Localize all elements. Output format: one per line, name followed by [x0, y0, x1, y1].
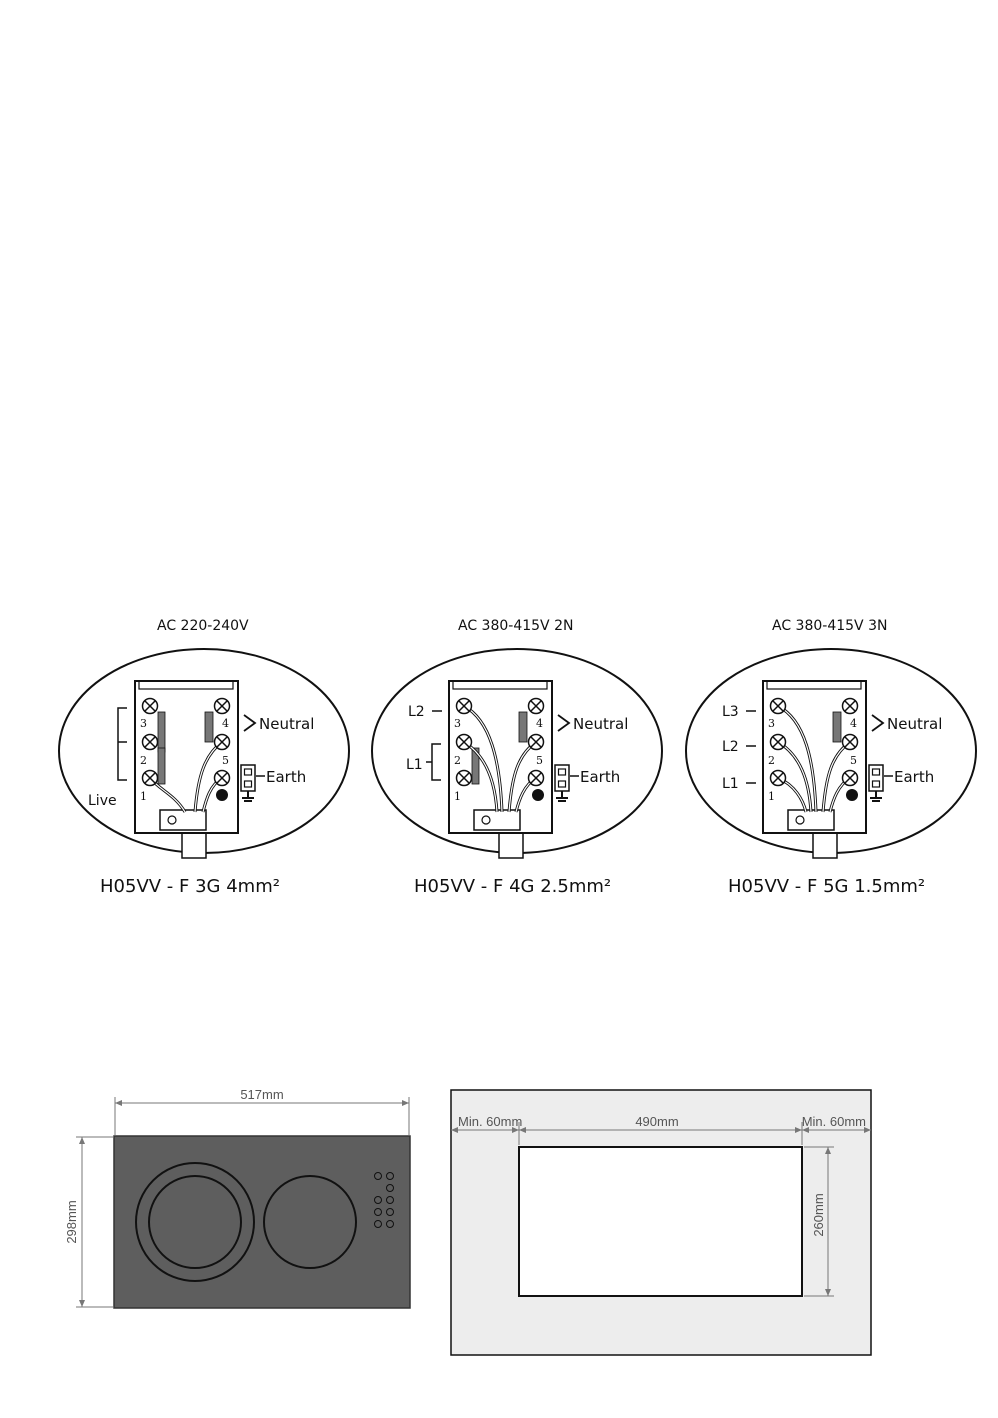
- diagram-3-cable-spec: H05VV - F 5G 1.5mm²: [728, 876, 926, 897]
- neutral-label: Neutral: [573, 715, 628, 733]
- cutout-min-left-label: Min. 60mm: [458, 1114, 522, 1129]
- terminal-4-label: 4: [536, 717, 543, 730]
- diagram-2-cable-spec: H05VV - F 4G 2.5mm²: [414, 876, 612, 897]
- earth-label: Earth: [894, 768, 934, 786]
- terminal-5-label: 5: [222, 754, 229, 767]
- hob-depth-label: 298mm: [64, 1200, 79, 1243]
- terminal-3-label: 3: [768, 717, 775, 730]
- terminal-3-label: 3: [454, 717, 461, 730]
- diagram-2-title: AC 380-415V 2N: [458, 618, 574, 634]
- earth-label: Earth: [266, 768, 306, 786]
- terminal-1-label: 1: [454, 790, 461, 803]
- terminal-2-label: 2: [140, 754, 147, 767]
- diagram-1-cable-spec: H05VV - F 3G 4mm²: [100, 876, 280, 897]
- l2-label: L2: [722, 739, 739, 755]
- terminal-1-label: 1: [140, 790, 147, 803]
- touch-controls: [374, 1172, 394, 1228]
- terminal-1-label: 1: [768, 790, 775, 803]
- neutral-label: Neutral: [887, 715, 942, 733]
- live-label: Live: [88, 793, 117, 809]
- cutout-depth-label: 260mm: [811, 1193, 826, 1236]
- terminal-2-label: 2: [768, 754, 775, 767]
- earth-label: Earth: [580, 768, 620, 786]
- l3-label: L3: [722, 704, 739, 720]
- terminal-3-label: 3: [140, 717, 147, 730]
- wiring-diagram-2: 3 2 1 4 5 L2 L1 Neutral Earth: [371, 648, 663, 859]
- l1-label: L1: [722, 776, 739, 792]
- terminal-4-label: 4: [222, 717, 229, 730]
- cutout-min-right-label: Min. 60mm: [802, 1114, 866, 1129]
- wiring-diagram-1: 3 2 1 4 5 Live Neutral Earth: [58, 648, 350, 859]
- cutout-width-label: 490mm: [635, 1114, 678, 1129]
- wiring-diagram-3: 3 2 1 4 5 L3 L2 L1 Neutral Earth: [685, 648, 977, 859]
- neutral-label: Neutral: [259, 715, 314, 733]
- diagram-1-title: AC 220-240V: [157, 618, 249, 634]
- l2-label: L2: [408, 704, 425, 720]
- diagram-3-title: AC 380-415V 3N: [772, 618, 888, 634]
- hob-top-view: 517mm 298mm: [64, 1087, 411, 1309]
- cutout-view: Min. 60mm 490mm Min. 60mm 260mm: [450, 1089, 872, 1356]
- terminal-5-label: 5: [536, 754, 543, 767]
- terminal-2-label: 2: [454, 754, 461, 767]
- l1-label: L1: [406, 757, 423, 773]
- terminal-5-label: 5: [850, 754, 857, 767]
- terminal-4-label: 4: [850, 717, 857, 730]
- hob-width-label: 517mm: [240, 1087, 283, 1102]
